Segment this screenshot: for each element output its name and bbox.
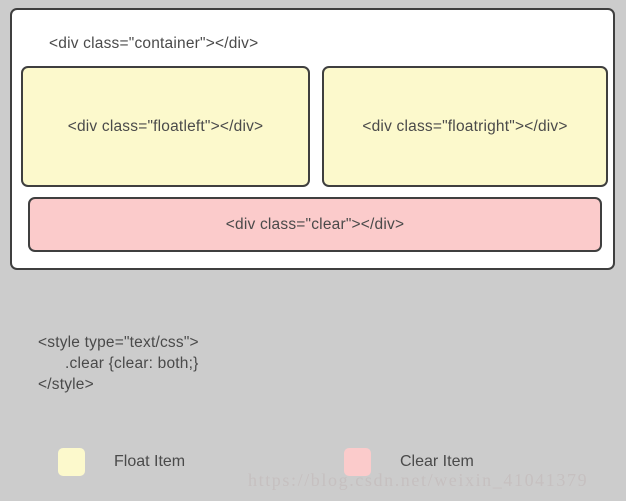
container-box: <div class="container"></div> <div class… [10, 8, 615, 270]
css-code-snippet: <style type="text/css"> .clear {clear: b… [38, 334, 199, 393]
floatright-box: <div class="floatright"></div> [322, 66, 608, 187]
clear-box: <div class="clear"></div> [28, 197, 602, 252]
floatright-box-label: <div class="floatright"></div> [362, 117, 568, 135]
legend-label-float: Float Item [114, 453, 186, 470]
legend-item-clear: Clear Item [344, 448, 474, 476]
watermark-url: https://blog.csdn.net/weixin_41041379 [248, 470, 589, 490]
legend-item-float: Float Item [58, 448, 185, 476]
legend-swatch-clear-icon [344, 448, 371, 476]
clear-box-label: <div class="clear"></div> [225, 215, 405, 233]
legend-swatch-float-icon [58, 448, 85, 476]
legend-label-clear: Clear Item [400, 453, 474, 470]
container-box-label: <div class="container"></div> [49, 35, 259, 52]
floatleft-box-label: <div class="floatleft"></div> [67, 117, 264, 135]
legend: Float Item Clear Item [0, 446, 626, 482]
floatleft-box: <div class="floatleft"></div> [21, 66, 310, 187]
